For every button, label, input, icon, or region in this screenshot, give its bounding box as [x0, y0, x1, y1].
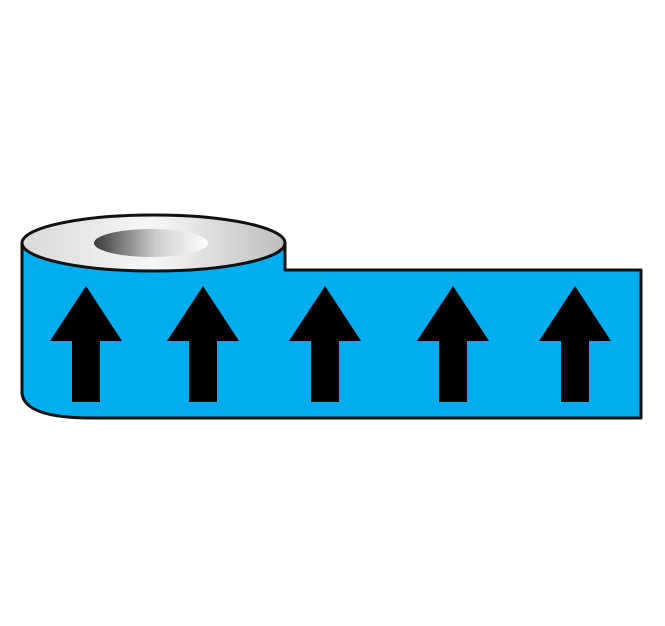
arrow-up-icon — [417, 286, 489, 402]
arrow-up-icon — [539, 286, 611, 402]
arrow-group — [50, 286, 611, 402]
roll-core-hole — [94, 229, 208, 257]
arrow-up-icon — [289, 286, 361, 402]
arrow-up-icon — [167, 286, 239, 402]
arrow-up-icon — [50, 286, 122, 402]
